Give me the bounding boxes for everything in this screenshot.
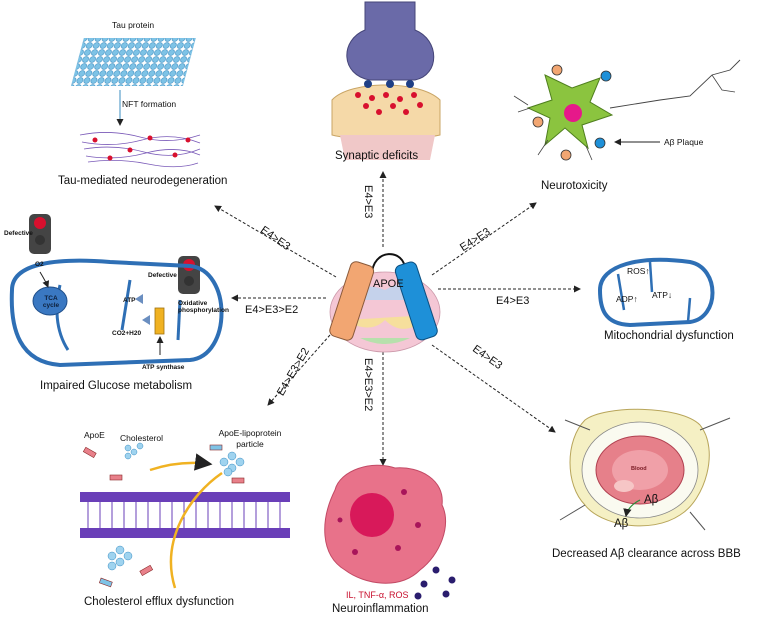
arrow-label-glucose: E4>E3>E2 (245, 304, 299, 316)
plaque-label: Aβ Plaque (664, 137, 704, 147)
atp-label: ATP (123, 297, 136, 304)
apoe-label: APOE (373, 278, 404, 290)
o2-label: O2 (35, 261, 44, 268)
tau-title: Tau-mediated neurodegeneration (58, 175, 228, 187)
axon (609, 59, 741, 109)
neuron-illustration (513, 59, 741, 161)
tau-protein-fibril (70, 38, 196, 86)
presynaptic-terminal (346, 1, 435, 81)
efflux-arrow-top (149, 453, 213, 472)
glucose-illustration (9, 214, 224, 368)
mito-illustration (597, 257, 715, 328)
apoe-brain-illustration (329, 253, 441, 353)
mito-outline (597, 257, 715, 328)
defective-label-2: Defective (148, 272, 177, 279)
bbb-title: Decreased Aβ clearance across BBB (552, 548, 741, 560)
arrow-bbb (431, 344, 556, 433)
atp-mito-label: ATP↓ (652, 290, 673, 300)
arrow-label-mito: E4>E3 (496, 295, 530, 307)
neuroinflam-title: Neuroinflammation (332, 603, 429, 615)
mito-title: Mitochondrial dysfunction (604, 330, 734, 342)
ab-label-1: Aβ (644, 494, 659, 506)
nft-formation-label: NFT formation (122, 99, 177, 109)
ab-label-2: Aβ (614, 518, 629, 530)
neuron-nucleus (564, 104, 582, 122)
tca-cycle (32, 286, 68, 316)
neurotox-title: Neurotoxicity (541, 180, 608, 192)
synaptic-title: Synaptic deficits (335, 150, 419, 162)
apoe-molecules (82, 444, 245, 588)
cholesterol-illustration (80, 442, 290, 589)
cytokine-dots (414, 566, 456, 600)
defective-label-1: Defective (4, 230, 33, 237)
membrane-bilayer (80, 492, 290, 538)
ros-label: ROS↑ (627, 266, 650, 276)
dashed-arrows (214, 171, 581, 466)
glucose-title: Impaired Glucose metabolism (40, 380, 193, 392)
adp-label: ADP↑ (616, 294, 638, 304)
apoe-helix-blue (394, 261, 438, 341)
arrow-label-synaptic: E4>E3 (362, 185, 374, 219)
plaque-icons (532, 64, 612, 161)
nft-tangles (79, 132, 201, 168)
cholesterol-label: Cholesterol (120, 433, 163, 443)
arrow-neurotox (431, 202, 537, 276)
inflam-illustration (324, 464, 456, 600)
blood-label: Blood (631, 466, 647, 472)
apoe-helix-orange (329, 261, 375, 341)
lipoprotein-label: ApoE-lipoprotein particle (218, 428, 282, 449)
cytokines-label: IL, TNF-α, ROS (346, 590, 409, 600)
tau-illustration (70, 38, 201, 168)
efflux-arrow-curve (169, 471, 223, 589)
glucose-mito-outline (9, 258, 224, 368)
arrow-tau (214, 205, 337, 278)
oxphos-label: Oxidative phosphorylation (178, 300, 229, 314)
arrow-label-neuroinflam: E4>E3>E2 (362, 358, 374, 412)
cholesterol-clusters (107, 442, 245, 571)
synapse-illustration (331, 1, 441, 160)
tau-protein-label: Tau protein (112, 20, 155, 30)
tca-label: TCA cycle (42, 295, 60, 309)
cholesterol-title: Cholesterol efflux dysfunction (84, 596, 235, 608)
arrow-cholesterol (267, 334, 331, 406)
atp-synthase (154, 307, 165, 335)
nft-dots (92, 135, 191, 161)
atp-synthase-label: ATP synthase (142, 364, 185, 371)
bbb-illustration (559, 408, 731, 531)
ab-arrow (623, 499, 641, 518)
co2-label: CO2+H20 (112, 330, 142, 337)
apoe-mol-label: ApoE (84, 430, 105, 440)
microglia-nucleus (350, 493, 394, 537)
